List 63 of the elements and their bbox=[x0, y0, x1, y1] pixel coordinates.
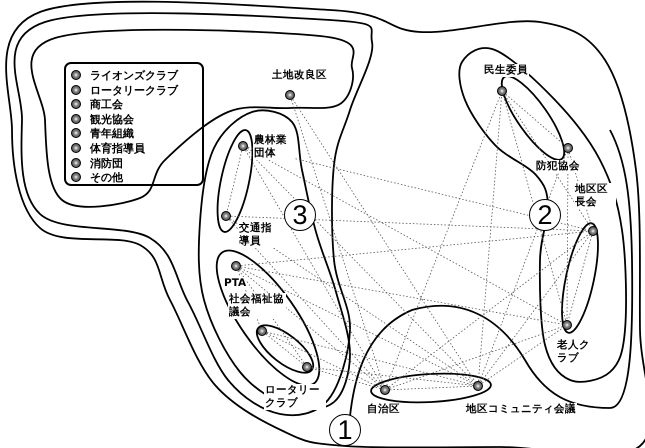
connector-line bbox=[229, 219, 382, 387]
member-list-box bbox=[64, 62, 204, 186]
node-dot bbox=[302, 362, 312, 372]
connector-line bbox=[266, 332, 381, 388]
node-dot bbox=[497, 86, 507, 96]
connector-line bbox=[312, 367, 474, 386]
connector-line bbox=[504, 94, 591, 228]
list-item: 観光協会 bbox=[90, 112, 134, 126]
connector-line bbox=[388, 234, 590, 388]
connector-line bbox=[386, 95, 501, 386]
connector-line bbox=[292, 98, 476, 382]
connector-line bbox=[240, 231, 588, 266]
node-dot bbox=[562, 320, 572, 330]
connector-line bbox=[478, 96, 502, 382]
connector-line bbox=[568, 235, 592, 321]
connector-line bbox=[291, 99, 384, 386]
list-item: 体育指導員 bbox=[90, 142, 145, 155]
list-item: 青年組織 bbox=[90, 127, 134, 140]
connector-line bbox=[240, 268, 474, 384]
node-label: 民生委員 bbox=[483, 64, 529, 77]
node-dot bbox=[473, 381, 483, 391]
list-item: その他 bbox=[90, 171, 123, 184]
connector-line bbox=[240, 266, 562, 324]
node-dot bbox=[380, 385, 390, 395]
connector-line bbox=[390, 386, 474, 390]
connector-line bbox=[480, 234, 590, 382]
node-dot bbox=[285, 90, 295, 100]
connector-line bbox=[566, 152, 568, 320]
node-label: 土地改良区 bbox=[271, 69, 328, 82]
connector-line bbox=[482, 327, 564, 384]
node-dot bbox=[238, 141, 248, 151]
node-label: ロータリークラブ bbox=[264, 384, 326, 410]
connector-line bbox=[502, 95, 566, 321]
node-label: PTA bbox=[223, 277, 248, 290]
connector-line bbox=[245, 150, 383, 386]
node-dot bbox=[588, 226, 598, 236]
connector-line bbox=[239, 268, 382, 388]
node-label: 地区区長会 bbox=[574, 183, 616, 209]
node-label: 防犯協会 bbox=[535, 160, 581, 173]
connector-line bbox=[505, 94, 565, 146]
list-item: 商工会 bbox=[90, 98, 123, 112]
connector-line bbox=[247, 148, 563, 323]
node-dot bbox=[231, 261, 241, 271]
connector-line bbox=[230, 216, 588, 232]
list-item: ライオンズクラブ bbox=[90, 69, 178, 82]
node-dot bbox=[257, 326, 267, 336]
connector-line bbox=[266, 334, 304, 364]
circled-number: 2 bbox=[529, 199, 561, 231]
connector-line bbox=[311, 368, 381, 389]
node-label: 農林業団体 bbox=[253, 134, 295, 160]
connector-line bbox=[226, 150, 242, 212]
list-item: 消防団 bbox=[90, 156, 123, 170]
connector-line bbox=[389, 326, 563, 389]
node-label: 社会福祉協議会 bbox=[228, 293, 286, 319]
connector-line bbox=[246, 149, 475, 383]
connector-line bbox=[266, 332, 474, 386]
node-dot bbox=[563, 143, 573, 153]
list-item: ロータリークラブ bbox=[90, 84, 178, 97]
node-dot bbox=[221, 211, 231, 221]
node-label: 地区コミュニティ会議 bbox=[465, 403, 577, 416]
node-label: 自治区 bbox=[366, 403, 401, 416]
circled-number: 1 bbox=[329, 414, 361, 446]
circled-number: 3 bbox=[284, 199, 316, 231]
